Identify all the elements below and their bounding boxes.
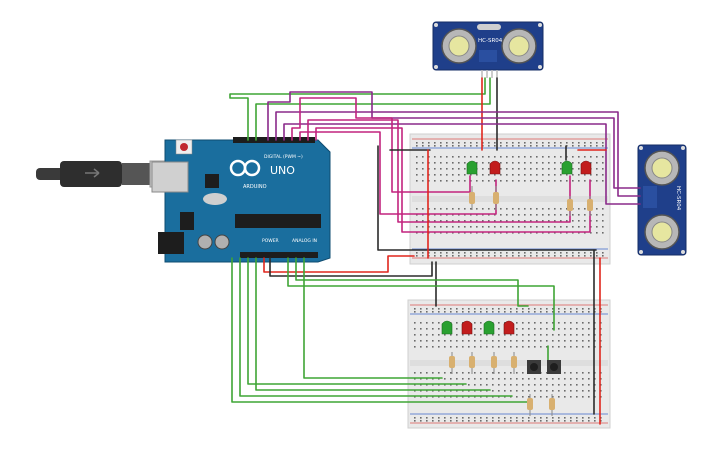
- resistor: [567, 196, 573, 216]
- wire-green: [229, 77, 486, 141]
- resistor: [469, 352, 475, 374]
- led-green: [466, 160, 478, 175]
- power-pins-label: POWER: [262, 238, 279, 244]
- wire-black: [377, 145, 597, 251]
- led-green: [561, 160, 573, 175]
- arduino-brand-label: ARDUINO: [243, 184, 267, 190]
- breadboard-bottom: [407, 299, 611, 429]
- wire-green: [303, 257, 443, 379]
- sensor-top-label: HC-SR04: [478, 38, 503, 44]
- wire-green: [255, 77, 491, 141]
- reset-button[interactable]: [180, 143, 188, 151]
- wire-purple: [275, 111, 641, 197]
- led-green: [483, 320, 495, 335]
- wire-purple: [283, 123, 641, 205]
- led-green: [441, 320, 453, 335]
- led-red: [461, 320, 473, 335]
- wire-green: [239, 257, 513, 397]
- push-buttons: [527, 360, 561, 374]
- push-button[interactable]: [547, 360, 561, 374]
- leds-top: [466, 160, 592, 175]
- resistor: [469, 186, 475, 210]
- usb-port: [151, 161, 189, 193]
- led-red: [489, 160, 501, 175]
- resistors-top: [469, 186, 593, 216]
- power-jack: [158, 232, 184, 254]
- led-red: [503, 320, 515, 335]
- digital-header: [233, 137, 315, 143]
- wires: [229, 77, 641, 425]
- wire-magenta: [291, 97, 471, 193]
- resistor: [527, 394, 533, 416]
- wire-green: [247, 257, 467, 385]
- resistor: [549, 394, 555, 416]
- wire-green: [295, 257, 529, 307]
- resistor: [491, 352, 497, 374]
- resistor: [449, 352, 455, 374]
- wire-green: [287, 257, 555, 331]
- wire-purple: [267, 91, 641, 189]
- digital-pins-label: DIGITAL (PWM ~): [264, 154, 303, 160]
- wire-green: [255, 257, 491, 391]
- analog-power-header: [240, 252, 318, 258]
- wire-magenta: [315, 127, 591, 233]
- led-red: [580, 160, 592, 175]
- wire-red: [263, 255, 415, 273]
- analog-pins-label: ANALOG IN: [292, 238, 317, 244]
- resistor: [493, 186, 499, 210]
- wire-green: [231, 257, 531, 403]
- push-button[interactable]: [527, 360, 541, 374]
- resistor: [511, 352, 517, 374]
- resistor: [587, 196, 593, 216]
- breadboard-top: [409, 133, 611, 265]
- atmega-chip: [235, 214, 321, 228]
- leds-bottom: [441, 320, 515, 335]
- ultrasonic-sensor-right: HC-SR04: [637, 144, 687, 256]
- arduino-model-label: UNO: [270, 164, 295, 177]
- ultrasonic-sensor-top: HC-SR04: [432, 21, 544, 78]
- wire-black: [269, 257, 433, 277]
- resistors-bottom: [449, 352, 555, 416]
- arduino-uno-board: ARDUINO UNO DIGITAL (PWM ~) POWER ANALOG…: [151, 137, 331, 263]
- sensor-right-label: HC-SR04: [675, 186, 681, 211]
